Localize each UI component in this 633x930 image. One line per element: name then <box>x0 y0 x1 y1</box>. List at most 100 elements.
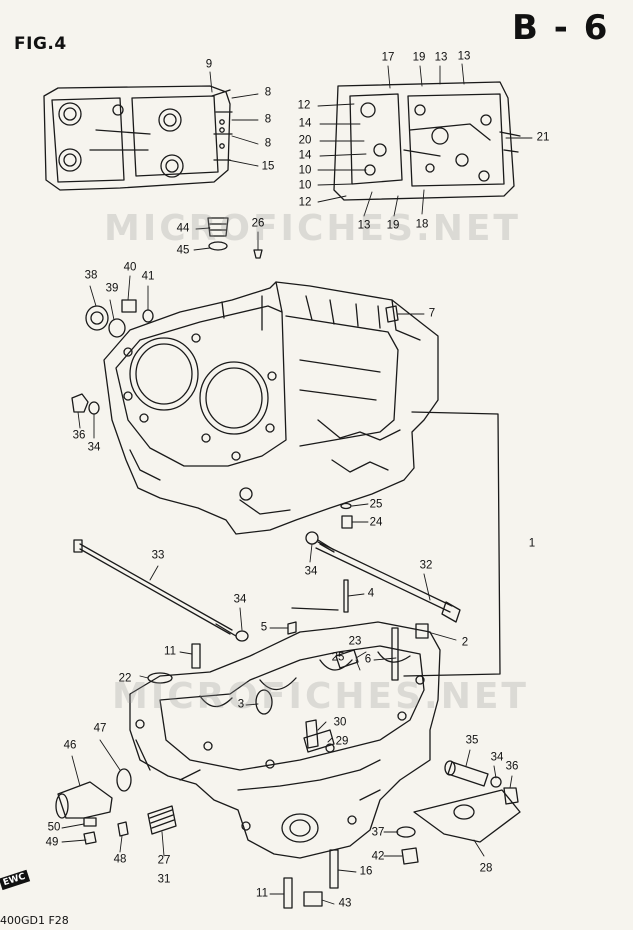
callout-36a: 36 <box>72 429 86 442</box>
bolt-part-26 <box>253 249 263 259</box>
callout-2: 2 <box>461 636 469 649</box>
watermark-bottom: MICROFICHES.NET <box>112 676 529 717</box>
callout-12b: 12 <box>298 196 312 209</box>
stud-part-6 <box>391 627 399 681</box>
bolt-part-49 <box>83 831 97 845</box>
callout-19b: 19 <box>386 219 400 232</box>
figure-title: FIG.4 <box>14 34 67 54</box>
callout-10a: 10 <box>298 164 312 177</box>
callout-11a: 11 <box>164 645 176 658</box>
callout-34d: 34 <box>490 751 504 764</box>
callout-21: 21 <box>536 131 550 144</box>
callout-29: 29 <box>335 735 349 748</box>
callout-36b: 36 <box>505 760 519 773</box>
callout-8a: 8 <box>264 86 272 99</box>
washer-part-25 <box>340 502 352 510</box>
assembly-bracket-part-1 <box>403 411 501 677</box>
bolt-part-24 <box>341 515 353 529</box>
callout-14b: 14 <box>298 149 312 162</box>
callout-34a: 34 <box>87 441 101 454</box>
callout-25a: 25 <box>369 498 383 511</box>
plug-part-43 <box>303 891 323 907</box>
callout-28: 28 <box>479 862 493 875</box>
oil-pan-plate-part-28 <box>413 789 521 843</box>
callout-49: 49 <box>45 836 59 849</box>
callout-13c: 13 <box>357 219 371 232</box>
callout-43: 43 <box>338 897 352 910</box>
bolt-part-11-bottom <box>283 877 293 909</box>
callout-14a: 14 <box>298 117 312 130</box>
callout-42: 42 <box>371 850 385 863</box>
o-ring-part-45 <box>208 241 228 251</box>
assembly-bracket-part-5 <box>291 607 339 611</box>
footer-code: 400GD1 F28 <box>0 914 69 927</box>
through-bolt-part-33 <box>73 539 237 637</box>
callout-13a: 13 <box>434 51 448 64</box>
oil-jet-part-25 <box>335 649 359 669</box>
bolt-part-11-top <box>191 643 201 669</box>
callout-34c: 34 <box>233 593 247 606</box>
callout-23: 23 <box>348 635 362 648</box>
inset-crankcase-top-view <box>43 85 233 191</box>
plug-part-42 <box>401 847 419 865</box>
bolt-part-48 <box>117 821 129 837</box>
pipe-part-35 <box>444 760 489 787</box>
plug-part-36 <box>503 787 519 805</box>
callout-50: 50 <box>47 821 61 834</box>
callout-26: 26 <box>251 217 265 230</box>
callout-18: 18 <box>415 218 429 231</box>
callout-45: 45 <box>176 244 190 257</box>
callout-44: 44 <box>176 222 190 235</box>
callout-27: 27 <box>157 854 171 867</box>
washer-part-34b <box>235 630 249 642</box>
lower-crankcase <box>129 621 441 859</box>
o-ring-part-37 <box>396 826 416 838</box>
callout-9: 9 <box>205 58 213 71</box>
callout-8c: 8 <box>264 137 272 150</box>
stud-part-4 <box>343 579 349 613</box>
breather-union-part-27 <box>147 805 177 835</box>
callout-4: 4 <box>367 587 375 600</box>
callout-34b: 34 <box>304 565 318 578</box>
plug-parts-38-41 <box>85 299 154 338</box>
callout-22: 22 <box>118 672 132 685</box>
callout-16: 16 <box>359 865 373 878</box>
callout-46: 46 <box>63 739 77 752</box>
stud-bolt-part-32 <box>315 539 461 623</box>
bolt-part-7 <box>385 305 399 323</box>
page-identifier: B - 6 <box>512 8 610 48</box>
oil-filler-cap-part-44 <box>207 217 229 237</box>
callout-6: 6 <box>364 653 372 666</box>
callout-12a: 12 <box>297 99 311 112</box>
plate-part-29 <box>303 729 335 753</box>
callout-37: 37 <box>371 826 385 839</box>
watermark-top: MICROFICHES.NET <box>104 208 521 249</box>
callout-24: 24 <box>369 516 383 529</box>
callout-39: 39 <box>105 282 119 295</box>
callout-17: 17 <box>381 51 395 64</box>
callout-32: 32 <box>419 559 433 572</box>
callout-20: 20 <box>298 134 312 147</box>
washer-part-34 <box>305 531 319 545</box>
stud-part-30 <box>305 719 319 749</box>
callout-11b: 11 <box>256 887 268 900</box>
clamp-part-50 <box>83 817 97 827</box>
callout-3: 3 <box>237 698 245 711</box>
o-ring-part-47 <box>116 768 132 792</box>
callout-30: 30 <box>333 716 347 729</box>
nut-washer-parts-36-34 <box>71 393 100 415</box>
hose-fitting-part-46 <box>55 781 113 819</box>
o-ring-part-34 <box>490 776 502 788</box>
callout-48: 48 <box>113 853 127 866</box>
callout-10b: 10 <box>298 179 312 192</box>
plug-part-5 <box>287 621 297 635</box>
callout-35: 35 <box>465 734 479 747</box>
callout-8b: 8 <box>264 113 272 126</box>
callout-31: 31 <box>157 873 171 886</box>
callout-13b: 13 <box>457 50 471 63</box>
callout-1: 1 <box>528 537 536 550</box>
stud-part-16 <box>329 849 339 889</box>
leader-lines <box>61 63 533 905</box>
